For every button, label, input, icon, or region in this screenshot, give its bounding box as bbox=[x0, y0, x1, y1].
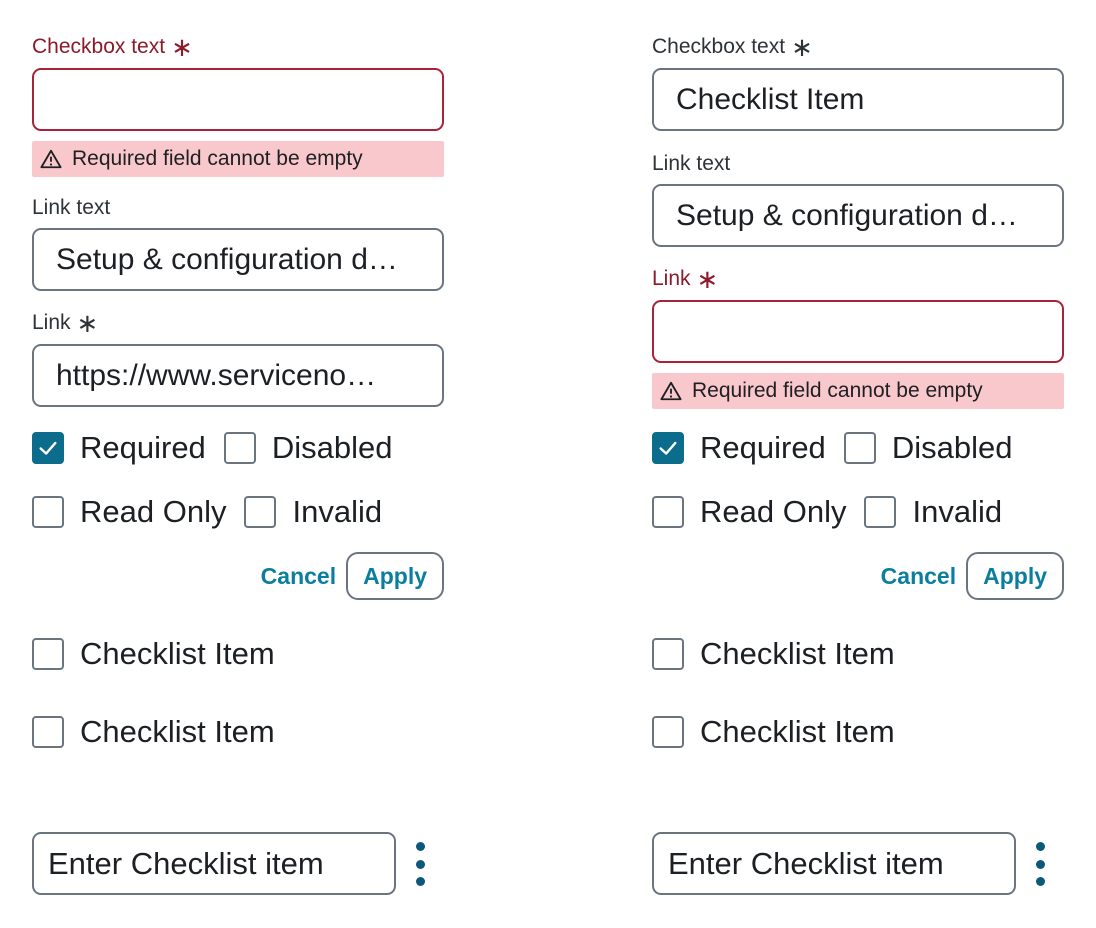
checklist-item-checkbox[interactable] bbox=[652, 638, 684, 670]
error-message-text: Required field cannot be empty bbox=[692, 379, 983, 402]
checklist-item: Checklist Item bbox=[652, 634, 913, 674]
disabled-label: Disabled bbox=[891, 430, 1013, 465]
kebab-menu-icon[interactable] bbox=[1032, 842, 1048, 886]
checkmark-icon bbox=[39, 441, 57, 455]
checkbox-text-label: Checkbox text∗ bbox=[652, 33, 813, 61]
new-checklist-item-input[interactable]: Enter Checklist item bbox=[652, 832, 1016, 895]
warning-triangle-icon bbox=[660, 380, 682, 402]
form-actions: Cancel Apply bbox=[261, 552, 444, 600]
link-text-input[interactable]: Setup & configuration d… bbox=[32, 228, 444, 291]
asterisk-icon: ∗ bbox=[171, 32, 193, 62]
link-label: Link∗ bbox=[32, 309, 98, 337]
checklist-item-checkbox[interactable] bbox=[32, 638, 64, 670]
read-only-label: Read Only bbox=[80, 494, 227, 529]
invalid-label: Invalid bbox=[292, 494, 383, 529]
checklist-item-label: Checklist Item bbox=[700, 636, 895, 671]
options-row-2: Read Only Invalid bbox=[652, 492, 1020, 532]
apply-button[interactable]: Apply bbox=[346, 552, 444, 600]
error-message: Required field cannot be empty bbox=[652, 373, 1064, 409]
warning-triangle-icon bbox=[40, 148, 62, 170]
link-input[interactable]: https://www.serviceno… bbox=[32, 344, 444, 407]
read-only-checkbox[interactable] bbox=[32, 496, 64, 528]
checklist-item: Checklist Item bbox=[32, 712, 293, 752]
asterisk-icon: ∗ bbox=[791, 32, 813, 62]
apply-button[interactable]: Apply bbox=[966, 552, 1064, 600]
checkbox-text-input[interactable]: Checklist Item bbox=[652, 68, 1064, 131]
link-label-text: Link bbox=[652, 267, 691, 290]
read-only-checkbox[interactable] bbox=[652, 496, 684, 528]
checkbox-text-label-text: Checkbox text bbox=[32, 35, 166, 58]
required-checkbox[interactable] bbox=[652, 432, 684, 464]
checklist-item-checkbox[interactable] bbox=[32, 716, 64, 748]
link-text-label: Link text bbox=[32, 194, 110, 222]
checklist-item: Checklist Item bbox=[652, 712, 913, 752]
link-input[interactable] bbox=[652, 300, 1064, 363]
link-label-text: Link bbox=[32, 311, 71, 334]
required-label: Required bbox=[700, 430, 826, 465]
required-label: Required bbox=[80, 430, 206, 465]
disabled-checkbox[interactable] bbox=[843, 432, 876, 464]
disabled-label: Disabled bbox=[271, 430, 393, 465]
checkbox-text-label-text: Checkbox text bbox=[652, 35, 786, 58]
checkbox-text-input[interactable] bbox=[32, 68, 444, 131]
disabled-checkbox[interactable] bbox=[223, 432, 256, 464]
checkbox-text-label: Checkbox text∗ bbox=[32, 33, 193, 61]
link-text-label-text: Link text bbox=[32, 196, 111, 219]
checklist-item-label: Checklist Item bbox=[80, 636, 275, 671]
checklist-item: Checklist Item bbox=[32, 634, 293, 674]
form-actions: Cancel Apply bbox=[881, 552, 1064, 600]
invalid-checkbox[interactable] bbox=[864, 496, 897, 528]
read-only-label: Read Only bbox=[700, 494, 847, 529]
new-checklist-item-input[interactable]: Enter Checklist item bbox=[32, 832, 396, 895]
invalid-checkbox[interactable] bbox=[244, 496, 277, 528]
options-row-1: Required Disabled bbox=[652, 428, 1030, 468]
cancel-button[interactable]: Cancel bbox=[260, 562, 337, 589]
checklist-item-label: Checklist Item bbox=[700, 714, 895, 749]
link-text-input[interactable]: Setup & configuration d… bbox=[652, 184, 1064, 247]
error-message-text: Required field cannot be empty bbox=[72, 147, 363, 170]
error-message: Required field cannot be empty bbox=[32, 141, 444, 177]
link-label: Link∗ bbox=[652, 265, 718, 293]
required-checkbox[interactable] bbox=[32, 432, 64, 464]
checklist-item-checkbox[interactable] bbox=[652, 716, 684, 748]
link-text-label-text: Link text bbox=[652, 152, 731, 175]
asterisk-icon: ∗ bbox=[76, 308, 99, 338]
checklist-item-label: Checklist Item bbox=[80, 714, 275, 749]
kebab-menu-icon[interactable] bbox=[412, 842, 428, 886]
options-row-1: Required Disabled bbox=[32, 428, 410, 468]
link-text-label: Link text bbox=[652, 150, 730, 178]
cancel-button[interactable]: Cancel bbox=[880, 562, 957, 589]
invalid-label: Invalid bbox=[912, 494, 1003, 529]
options-row-2: Read Only Invalid bbox=[32, 492, 400, 532]
asterisk-icon: ∗ bbox=[696, 264, 719, 294]
checkmark-icon bbox=[659, 441, 677, 455]
